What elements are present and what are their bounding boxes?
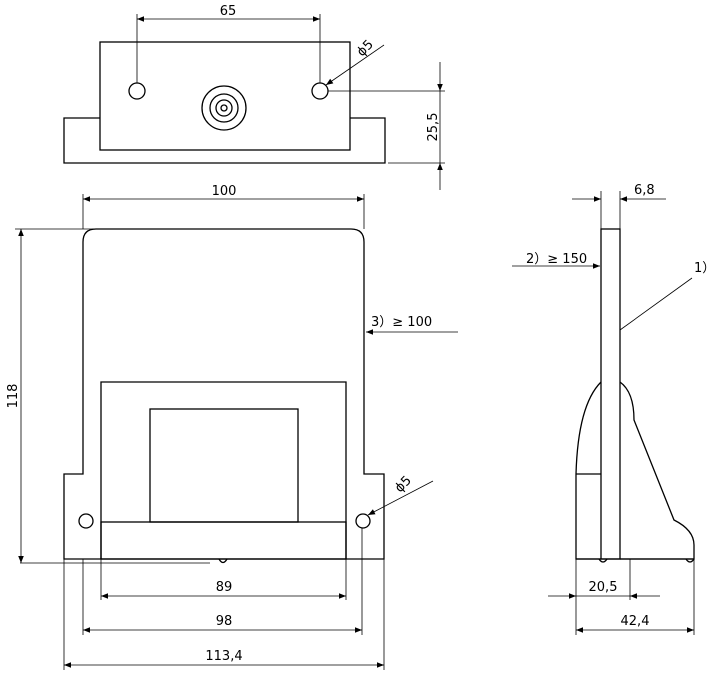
dim-side-20: 20,5 [548, 559, 660, 635]
top-view-right-hole [311, 82, 329, 100]
front-view-left-hole [78, 513, 94, 529]
side-view-foot-left [598, 558, 608, 563]
note-2-text: 2）≥ 150 [526, 252, 587, 267]
dim-side-42: 42,4 [576, 559, 695, 635]
dim-top-width: 65 [136, 4, 321, 83]
front-view-bottom-tab [218, 558, 228, 564]
front-view-core-frame [100, 381, 347, 559]
dim-top-hole-text: ϕ5 [354, 37, 377, 60]
top-view-body [99, 41, 351, 151]
dim-bottom-89-text: 89 [216, 580, 233, 595]
dim-top-hole: ϕ5 [325, 37, 385, 86]
top-view-left-hole [128, 82, 146, 100]
note-2-clearance: 2）≥ 150 [512, 252, 600, 269]
dim-front-width: 100 [82, 184, 365, 229]
dim-front-hole: ϕ5 [367, 473, 434, 516]
note-3-clearance: 3）≥ 100 [366, 315, 458, 335]
dim-side-thickness-text: 6,8 [634, 183, 655, 198]
dim-side-20-text: 20,5 [589, 580, 618, 595]
dim-front-width-text: 100 [212, 184, 237, 199]
dim-front-height: 118 [6, 228, 96, 563]
front-view-coil [149, 408, 299, 523]
dim-bottom-113-text: 113,4 [205, 649, 242, 664]
side-view-foot-right [685, 558, 695, 563]
front-view-outline [63, 228, 385, 560]
dim-top-height-text: 25,5 [426, 113, 441, 142]
front-view: 100 118 3）≥ 100 ϕ5 89 [6, 184, 458, 670]
front-view-right-hole [355, 513, 371, 529]
dim-front-height-text: 118 [6, 384, 21, 409]
top-view-center-terminal [201, 85, 247, 131]
top-view: 65 ϕ5 25,5 [63, 4, 445, 190]
side-view-body [575, 381, 602, 560]
top-view-base-flange [63, 117, 386, 164]
dim-top-width-text: 65 [220, 4, 237, 19]
dim-top-height: 25,5 [328, 62, 445, 190]
dim-bottom-89: 89 [100, 559, 347, 600]
dim-bottom-98: 98 [82, 528, 363, 635]
front-view-terminal-strip [100, 521, 347, 560]
dim-bottom-113: 113,4 [63, 559, 385, 670]
label-1-text: 1） [694, 261, 715, 276]
dim-side-thickness: 6,8 [572, 183, 666, 229]
side-view-plate [600, 228, 621, 560]
dim-bottom-98-text: 98 [216, 614, 233, 629]
side-view-base [619, 381, 695, 560]
dim-side-42-text: 42,4 [621, 614, 650, 629]
side-view: 6,8 2）≥ 150 1） 20,5 42,4 [512, 183, 715, 635]
label-1-leader: 1） [619, 261, 715, 331]
note-3-text: 3）≥ 100 [371, 315, 432, 330]
